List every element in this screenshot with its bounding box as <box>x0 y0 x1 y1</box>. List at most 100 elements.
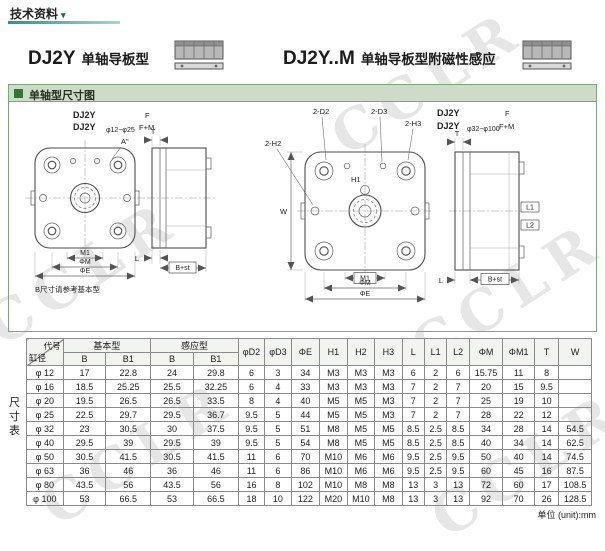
col-header: φD2 <box>237 338 266 366</box>
table-cell: 6 <box>237 379 266 394</box>
table-cell: 7 <box>401 393 425 408</box>
table-cell: 24 <box>150 365 194 380</box>
table-cell: 34 <box>290 365 321 380</box>
table-cell: 9.5 <box>237 407 266 422</box>
label-2d2: 2-D2 <box>313 107 329 116</box>
left-front-view: A" <box>25 137 145 256</box>
table-cell: 40 <box>502 449 535 464</box>
table-cell: 23 <box>62 421 107 436</box>
table-cell: 13 <box>446 477 470 492</box>
table-row: φ 50 30.5 41.5 30.5 41.5 11 6 70 M10 M6 … <box>26 449 592 464</box>
label-h1: H1 <box>351 175 361 184</box>
table-cell: 14 <box>533 435 560 450</box>
right-drawing: 2-D2 2-D3 2-H3 2-H2 H1 <box>265 107 540 303</box>
left-side-view <box>147 147 216 249</box>
table-cell: 34 <box>468 421 504 436</box>
table-cell: 16 <box>533 463 560 478</box>
table-cell: 9.5 <box>401 449 425 464</box>
table-cell: M3 <box>374 365 403 380</box>
table-cell: 7 <box>401 407 425 422</box>
table-cell: 7 <box>446 393 470 408</box>
left-drawing-note: B尺寸请参考基本型 <box>35 284 101 294</box>
table-cell: 16 <box>237 477 266 492</box>
col-header-b: B <box>150 352 194 366</box>
svg-text:DJ2Y: DJ2Y <box>437 121 460 131</box>
table-cell: 26 <box>533 491 560 506</box>
table-cell: 45 <box>502 463 535 478</box>
col-header-b1: B1 <box>105 352 152 366</box>
table-cell: 46 <box>192 463 239 478</box>
right-w-dimension: W <box>280 151 303 271</box>
table-cell: M3 <box>374 407 403 422</box>
table-cell: 8 <box>533 365 560 380</box>
table-cell: 22.8 <box>105 365 152 380</box>
table-cell: 13 <box>446 491 470 506</box>
product-model-right: DJ2Y..M <box>283 48 355 69</box>
table-cell: 11 <box>237 449 266 464</box>
table-row: φ 25 22.5 29.7 29.5 36.7 9.5 5 44 M5 M5 … <box>26 407 592 422</box>
table-cell: M10 <box>319 449 348 464</box>
cell-bore: φ 16 <box>26 379 64 394</box>
table-cell: M10 <box>346 491 376 506</box>
table-cell <box>558 365 592 380</box>
table-cell: 32.25 <box>192 379 239 394</box>
table-cell: 43.5 <box>62 477 107 492</box>
table-cell: 18 <box>237 491 266 506</box>
dim-l2: L2 <box>526 223 534 230</box>
table-cell: 7 <box>401 379 425 394</box>
table-cell: M3 <box>319 365 348 380</box>
table-cell: 39 <box>192 435 239 450</box>
table-cell: 56 <box>192 477 239 492</box>
dim-t: T <box>455 129 460 138</box>
table-cell: 2 <box>423 379 448 394</box>
table-cell: M5 <box>346 407 376 422</box>
table-cell: M5 <box>346 421 376 436</box>
table-cell: 46 <box>105 463 152 478</box>
cell-bore: φ 100 <box>26 491 64 506</box>
table-cell: M8 <box>319 421 348 436</box>
table-cell: 29.8 <box>192 365 239 380</box>
table-cell: 30.5 <box>105 421 152 436</box>
col-header-b: B <box>62 352 107 366</box>
table-cell: 74.5 <box>558 449 592 464</box>
left-corner-label: A" <box>121 137 129 146</box>
dim-bst: B+st <box>488 277 502 284</box>
table-cell: 36 <box>62 463 107 478</box>
table-cell: M10 <box>319 463 348 478</box>
col-header: φD3 <box>264 338 292 366</box>
table-cell: 10 <box>533 393 560 408</box>
table-cell: 2 <box>423 365 448 380</box>
table-cell: 70 <box>290 449 321 464</box>
table-cell: 54.5 <box>558 421 592 436</box>
col-header: ΦM1 <box>502 338 535 366</box>
cell-bore: φ 40 <box>26 435 64 450</box>
table-cell: 5 <box>264 407 292 422</box>
table-cell: 13 <box>401 491 425 506</box>
svg-text:F: F <box>145 111 150 120</box>
table-cell: 17 <box>533 477 560 492</box>
table-cell: 4 <box>264 379 292 394</box>
cell-bore: φ 80 <box>26 477 64 492</box>
unit-note: 单位 (unit):mm <box>537 510 596 520</box>
table-cell: 43.5 <box>150 477 194 492</box>
table-cell: 41.5 <box>192 449 239 464</box>
table-cell: 29.5 <box>150 407 194 422</box>
table-cell: 66.5 <box>192 491 239 506</box>
table-cell: M20 <box>319 491 348 506</box>
table-cell: 2.5 <box>423 463 448 478</box>
cell-bore: φ 50 <box>26 449 64 464</box>
dim-phim: ΦM <box>79 259 91 266</box>
table-cell: M5 <box>374 435 403 450</box>
table-cell: 8.5 <box>446 435 470 450</box>
table-cell: M3 <box>346 379 376 394</box>
table-row: φ 40 29.5 39 29.5 39 9.5 5 54 M8 M5 M5 8… <box>26 435 592 450</box>
cell-bore: φ 12 <box>26 365 64 380</box>
dim-phim: ΦM <box>359 280 371 287</box>
table-cell: 12 <box>533 407 560 422</box>
table-cell: 50 <box>468 449 504 464</box>
table-row: φ 80 43.5 56 43.5 56 16 8 102 M10 M8 M8 … <box>26 477 592 492</box>
table-cell: M6 <box>346 449 376 464</box>
col-header: T <box>533 338 560 366</box>
table-cell: 40 <box>468 435 504 450</box>
